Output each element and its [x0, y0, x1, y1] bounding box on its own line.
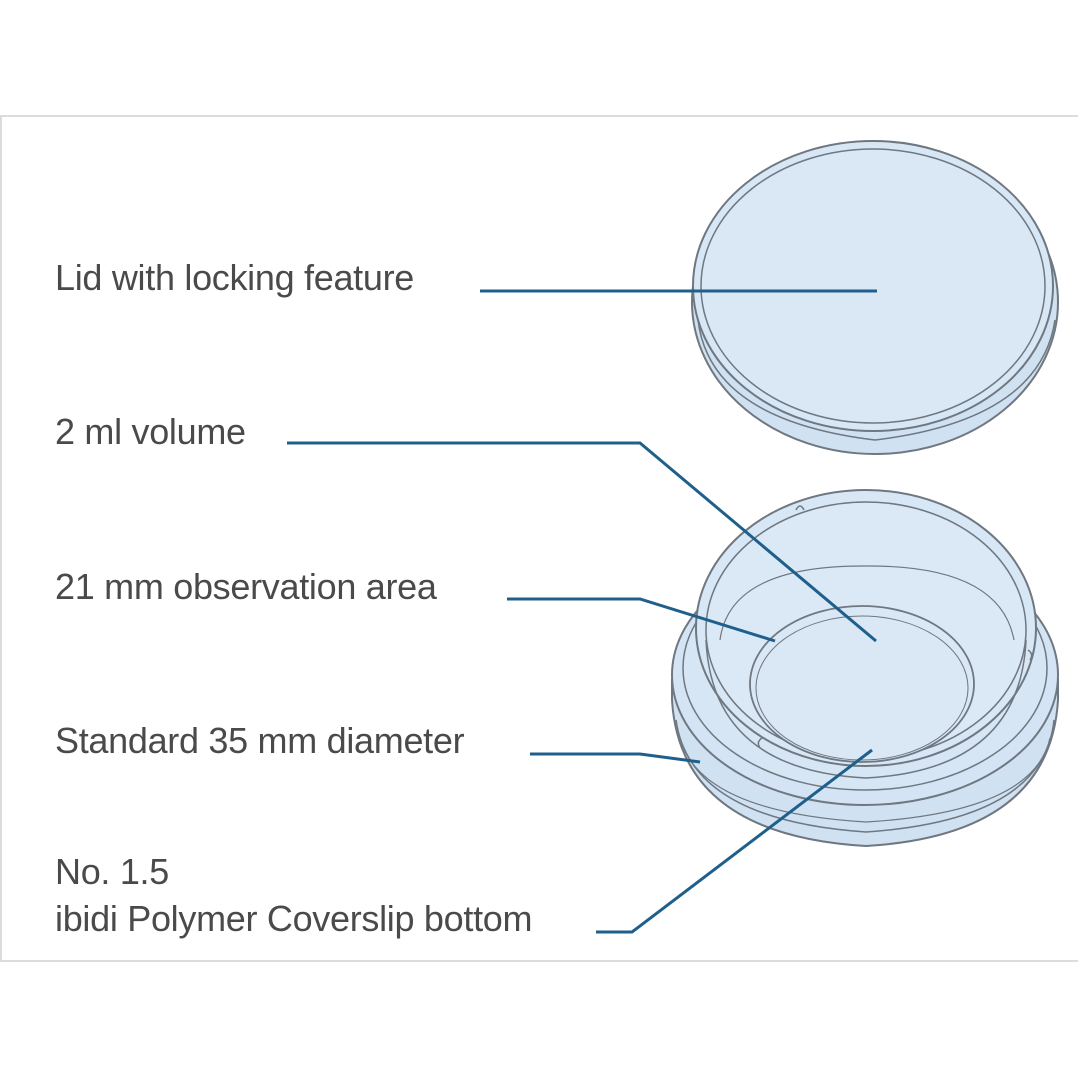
callout-diameter: Standard 35 mm diameter — [55, 720, 465, 761]
lid-illustration — [691, 140, 1059, 455]
callout-coverslip-number: No. 1.5 — [55, 851, 169, 892]
callout-volume: 2 ml volume — [55, 411, 246, 452]
leader-line-bottom — [596, 748, 873, 934]
callout-lid: Lid with locking feature — [55, 257, 415, 298]
leader-line-volume — [287, 441, 877, 643]
dish-illustration — [671, 489, 1059, 848]
callout-observation-area: 21 mm observation area — [55, 566, 437, 607]
callout-coverslip-bottom: ibidi Polymer Coverslip bottom — [55, 898, 533, 939]
leader-line-diameter — [530, 752, 701, 764]
leader-line-observation-area — [507, 597, 776, 643]
diagram-frame — [0, 115, 1078, 962]
